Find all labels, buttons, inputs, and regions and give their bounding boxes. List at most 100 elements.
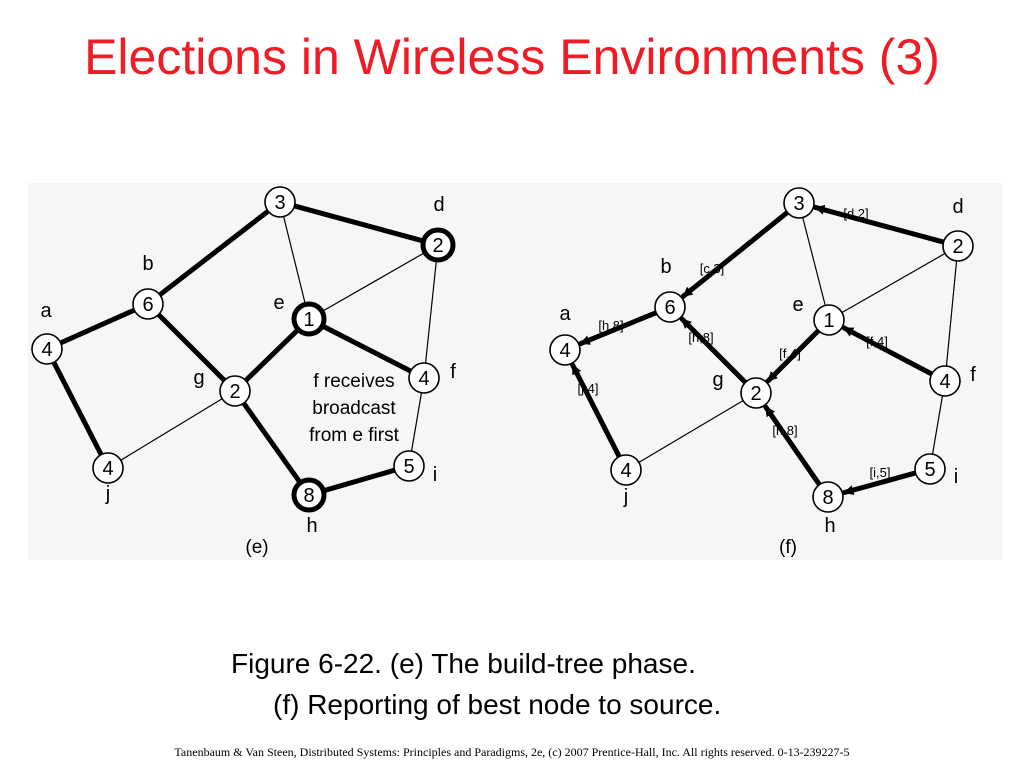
node-value: 1 [303,309,314,331]
e-edge-f-i [410,392,423,452]
e-edge-b-g [156,312,227,383]
node-circle [783,187,815,219]
e-edge-a-j [51,359,104,458]
e-node-name-g: g [193,367,204,389]
node-value: 8 [822,487,833,509]
node-value: 3 [274,192,285,214]
node-value: 8 [303,485,314,507]
e-edge-g-h [241,400,303,486]
node-circle [420,227,456,263]
f-node-name-a: a [559,303,571,325]
e-node-j: 4 [92,452,124,484]
node-value: 1 [823,310,834,332]
node-circle [31,333,63,365]
node-circle [942,230,974,262]
node-circle [610,454,642,486]
node-value: 2 [952,236,963,258]
node-value: 3 [793,193,804,215]
f-arrow-h-g [763,404,822,488]
node-circle [654,291,686,323]
e-edge-c-e [283,215,306,306]
e-note-line-1: broadcast [312,398,396,419]
f-edge-f-i [931,395,944,455]
e-node-a: 4 [31,333,63,365]
e-node-name-a: a [40,300,52,322]
f-arrow-g-b [679,316,748,385]
diagram-f: [d,2][c,3][h,8][h,8][f,4][f,4][j,4][h,8]… [549,187,976,558]
diagram-f-label: (f) [779,537,797,558]
f-edge-d-e [841,252,946,314]
slide-title: Elections in Wireless Environments (3) [84,29,940,85]
e-node-name-e: e [273,292,284,314]
node-value: 4 [620,460,631,482]
e-node-c: 3 [264,186,296,218]
f-arrow-i-h [841,470,919,495]
f-arrow-d-c [812,204,947,245]
node-value: 4 [102,458,113,480]
f-node-a: 4 [549,334,581,366]
f-node-name-e: e [792,294,803,316]
f-node-name-i: i [954,466,958,488]
e-node-name-b: b [142,253,153,275]
f-arrow-label-d-c: [d,2] [843,206,868,221]
f-arrow-c-b [680,209,790,299]
e-node-name-j: j [105,483,110,505]
e-note-line-2: from e first [309,425,399,446]
f-node-c: 3 [783,187,815,219]
node-circle [549,334,581,366]
node-value: 5 [403,456,414,478]
e-edge-b-c [157,208,271,298]
node-value: 5 [924,459,935,481]
e-node-name-f: f [450,361,456,383]
f-node-name-b: b [660,256,671,278]
node-circle [264,186,296,218]
node-value: 2 [750,383,761,405]
f-edge-j-g [638,400,744,463]
node-circle [812,481,844,513]
f-node-j: 4 [610,454,642,486]
e-edge-j-g [120,398,223,461]
node-circle [219,375,251,407]
e-edge-d-e [321,251,426,313]
caption-line-2: (f) Reporting of best node to source. [273,689,722,720]
e-node-i: 5 [393,450,425,482]
node-value: 2 [229,381,240,403]
e-node-name-d: d [433,194,444,216]
f-node-d: 2 [942,230,974,262]
node-circle [291,301,327,337]
f-node-name-j: j [623,486,628,508]
node-circle [914,453,946,485]
node-circle [408,362,440,394]
f-node-name-f: f [970,364,976,386]
e-edge-a-b [58,307,137,346]
e-node-e: 1 [291,301,327,337]
e-node-name-i: i [433,464,437,486]
e-edge-c-d [291,203,427,244]
node-circle [92,452,124,484]
f-node-b: 6 [654,291,686,323]
f-node-name-d: d [952,196,963,218]
f-arrow-e-g [765,328,821,384]
e-node-b: 6 [132,288,164,320]
f-arrow-label-j-a: [j,4] [578,381,599,396]
f-node-name-g: g [712,369,723,391]
f-node-h: 8 [812,481,844,513]
node-value: 6 [142,294,153,316]
node-value: 4 [418,368,429,390]
node-value: 4 [559,340,570,362]
e-edge-e-f [319,323,414,374]
diagram-e-label: (e) [245,537,268,558]
f-arrow-label-i-h: [i,5] [870,465,891,480]
caption-line-1: Figure 6-22. (e) The build-tree phase. [231,648,696,679]
node-circle [813,304,845,336]
e-node-d: 2 [420,227,456,263]
node-circle [132,288,164,320]
f-arrow-label-e-g: [f,4] [779,346,801,361]
f-arrow-label-g-b: [h,8] [688,330,713,345]
e-node-h: 8 [291,477,327,513]
f-node-g: 2 [740,377,772,409]
f-arrow-f-e [841,325,935,377]
e-node-name-h: h [306,515,317,537]
